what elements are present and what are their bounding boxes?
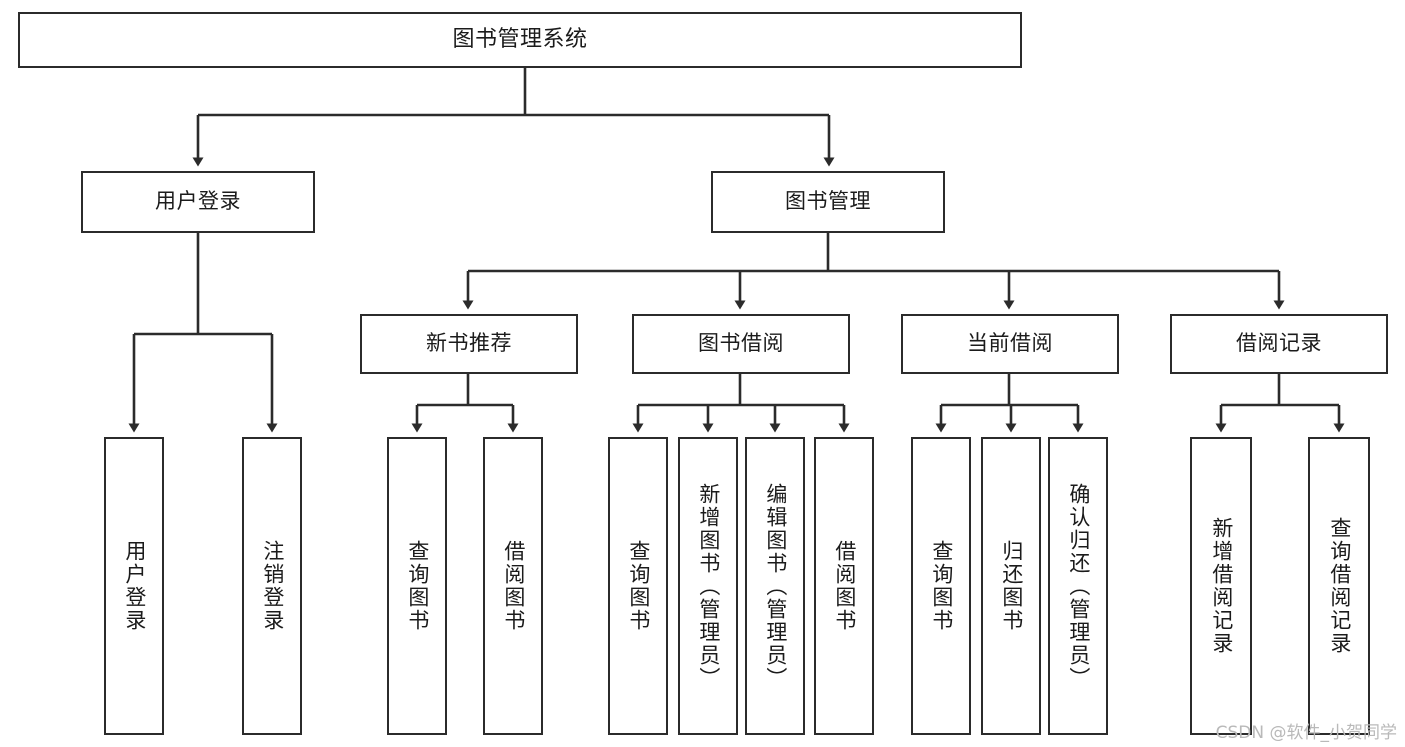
node-leaf-confirm-return-admin[interactable]: 确认归还（管理员） xyxy=(1048,437,1108,735)
node-leaf-edit-book-admin[interactable]: 编辑图书（管理员） xyxy=(745,437,805,735)
node-label: 确认归还（管理员） xyxy=(1066,482,1091,690)
node-label: 图书管理系统 xyxy=(452,26,588,52)
node-label: 当前借阅 xyxy=(967,331,1053,356)
node-leaf-borrow-book[interactable]: 借阅图书 xyxy=(814,437,874,735)
node-leaf-add-borrow-record[interactable]: 新增借阅记录 xyxy=(1190,437,1252,735)
node-label: 图书管理 xyxy=(785,189,871,214)
node-borrow-record[interactable]: 借阅记录 xyxy=(1170,314,1388,374)
node-label: 借阅记录 xyxy=(1236,331,1322,356)
node-leaf-return-book[interactable]: 归还图书 xyxy=(981,437,1041,735)
node-leaf-query-borrow-record[interactable]: 查询借阅记录 xyxy=(1308,437,1370,735)
node-label: 新增借阅记录 xyxy=(1209,517,1234,655)
node-label: 归还图书 xyxy=(999,540,1024,632)
node-leaf-add-book-admin[interactable]: 新增图书（管理员） xyxy=(678,437,738,735)
node-book-borrow[interactable]: 图书借阅 xyxy=(632,314,850,374)
node-label: 查询图书 xyxy=(626,540,651,632)
node-label: 新增图书（管理员） xyxy=(696,482,721,690)
node-leaf-borrow-book-new[interactable]: 借阅图书 xyxy=(483,437,543,735)
node-label: 用户登录 xyxy=(155,189,241,214)
node-label: 注销登录 xyxy=(260,540,285,632)
node-label: 查询图书 xyxy=(405,540,430,632)
node-book-management[interactable]: 图书管理 xyxy=(711,171,945,233)
node-new-book-recommend[interactable]: 新书推荐 xyxy=(360,314,578,374)
node-leaf-user-login[interactable]: 用户登录 xyxy=(104,437,164,735)
node-label: 查询借阅记录 xyxy=(1327,517,1352,655)
node-leaf-query-book-current[interactable]: 查询图书 xyxy=(911,437,971,735)
node-user-login[interactable]: 用户登录 xyxy=(81,171,315,233)
node-leaf-query-book-new[interactable]: 查询图书 xyxy=(387,437,447,735)
node-label: 借阅图书 xyxy=(501,540,526,632)
node-label: 查询图书 xyxy=(929,540,954,632)
node-leaf-query-book[interactable]: 查询图书 xyxy=(608,437,668,735)
node-book-management-system[interactable]: 图书管理系统 xyxy=(18,12,1022,68)
node-current-borrow[interactable]: 当前借阅 xyxy=(901,314,1119,374)
node-label: 用户登录 xyxy=(122,540,147,632)
node-label: 借阅图书 xyxy=(832,540,857,632)
node-label: 图书借阅 xyxy=(698,331,784,356)
node-label: 编辑图书（管理员） xyxy=(763,482,788,690)
node-label: 新书推荐 xyxy=(426,331,512,356)
node-leaf-logout[interactable]: 注销登录 xyxy=(242,437,302,735)
